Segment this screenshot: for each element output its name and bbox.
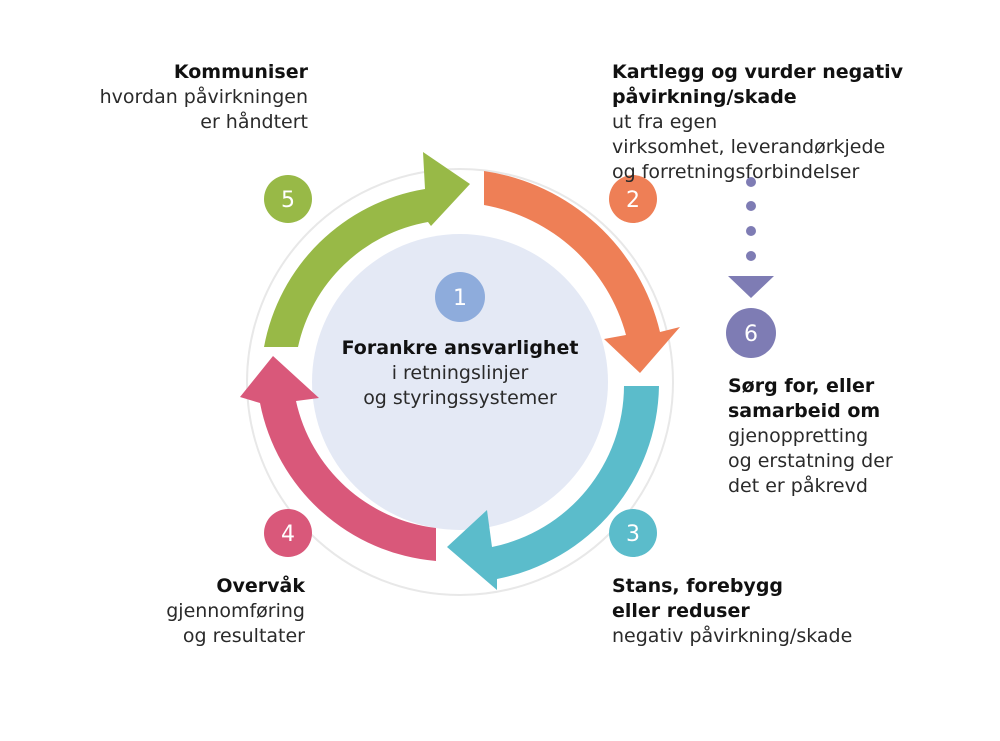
arrow-kommuniser [264, 152, 470, 347]
center-line3: og styringssystemer [363, 387, 557, 409]
step-4-title: Overvåk [216, 575, 305, 597]
center-label: Forankre ansvarlighet i retningslinjer o… [320, 336, 600, 411]
step-4-line3: og resultater [182, 625, 305, 647]
arrow-overvak [240, 356, 436, 561]
step-6-title-2: samarbeid om [728, 400, 881, 422]
step-6-line4: og erstatning der [728, 450, 893, 472]
step-6-line3: gjenoppretting [728, 425, 869, 447]
step-2-label: Kartlegg og vurder negativ påvirkning/sk… [612, 60, 992, 185]
step-3-title: Stans, forebygg [612, 575, 784, 597]
badge-5-number: 5 [281, 188, 295, 213]
badge-3 [609, 509, 657, 557]
step-5-line2: hvordan påvirkningen [99, 86, 308, 108]
step-2-title: Kartlegg og vurder negativ [612, 61, 904, 83]
step-5-label: Kommuniser hvordan påvirkningen er håndt… [40, 60, 308, 135]
connector-arrowhead [728, 276, 774, 298]
badge-3-number: 3 [626, 522, 640, 547]
step-2-line2-rest: ut fra egen [612, 111, 718, 133]
step-3-title-2: eller reduser [612, 600, 750, 622]
step-6-line5: det er påkrevd [728, 475, 868, 497]
badge-6-number: 6 [744, 322, 758, 347]
step-4-label: Overvåk gjennomføring og resultater [40, 574, 305, 649]
center-title: Forankre ansvarlighet [341, 337, 579, 359]
badge-5 [264, 175, 312, 223]
badge-1-number: 1 [453, 286, 467, 311]
center-disc [312, 234, 608, 530]
badge-2 [609, 175, 657, 223]
step-5-title: Kommuniser [173, 61, 308, 83]
step-2-line4: og forretningsforbindelser [612, 161, 860, 183]
step-2-title-2: påvirkning/skade [612, 86, 797, 108]
connector-dot [746, 251, 756, 261]
badge-1 [435, 272, 485, 322]
connector-dot [746, 226, 756, 236]
arrow-stans [447, 386, 659, 590]
step-3-label: Stans, forebygg eller reduser negativ på… [612, 574, 992, 649]
badge-4-number: 4 [281, 522, 295, 547]
badge-6 [726, 308, 776, 358]
badge-4 [264, 509, 312, 557]
step-3-line3: negativ påvirkning/skade [612, 625, 853, 647]
step-5-line3: er håndtert [200, 111, 308, 133]
center-line2: i retningslinjer [391, 362, 529, 384]
step-2-line3: virksomhet, leverandørkjede [612, 136, 886, 158]
badge-2-number: 2 [626, 188, 640, 213]
step-4-line2: gjennomføring [166, 600, 305, 622]
connector-dot [746, 201, 756, 211]
connector-dot [746, 177, 756, 187]
step-6-title: Sørg for, eller [728, 375, 875, 397]
arrow-kartlegg [484, 171, 680, 373]
outer-ring [246, 168, 674, 596]
step-6-label: Sørg for, eller samarbeid om gjenopprett… [728, 374, 988, 499]
